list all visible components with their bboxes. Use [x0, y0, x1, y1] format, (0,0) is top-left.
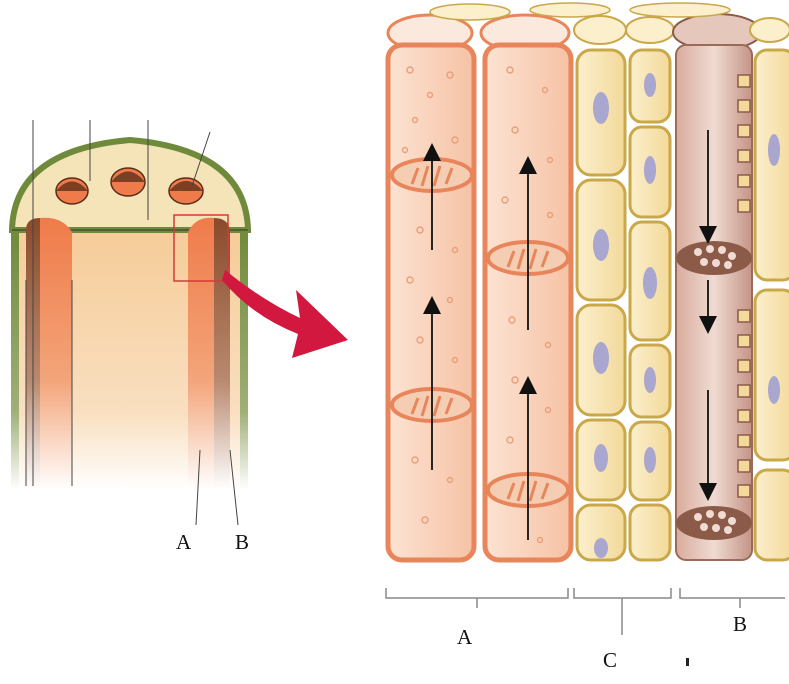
sieve-plate: [676, 241, 752, 275]
vascular-bundle-2: [111, 168, 145, 196]
right-xylem-strand: [188, 218, 214, 490]
left-epidermis: [11, 228, 19, 490]
vascular-bundle-3: [169, 178, 203, 204]
bracket-a: [386, 588, 568, 608]
label-b-stem: B: [235, 532, 249, 553]
edge-companion-cells: [755, 50, 789, 560]
xylem-vessel-column-2: [485, 45, 571, 560]
label-a-xylem: A: [457, 627, 472, 648]
sieve-plate: [676, 506, 752, 540]
small-mark: [686, 658, 689, 666]
left-xylem-strand: [40, 218, 72, 490]
vascular-bundle-1: [56, 178, 88, 204]
xylem-vessel-column-1: [388, 45, 474, 560]
bracket-c: [574, 588, 671, 635]
bracket-b: [680, 588, 785, 608]
sieve-tube-column: [676, 45, 752, 560]
label-a-stem: A: [176, 532, 191, 553]
label-b-phloem: B: [733, 614, 747, 635]
label-c-companion: C: [603, 650, 617, 671]
companion-cell-column: [577, 50, 670, 560]
right-epidermis: [240, 228, 248, 490]
stem-section: [11, 120, 248, 525]
tissue-closeup: [388, 3, 789, 560]
